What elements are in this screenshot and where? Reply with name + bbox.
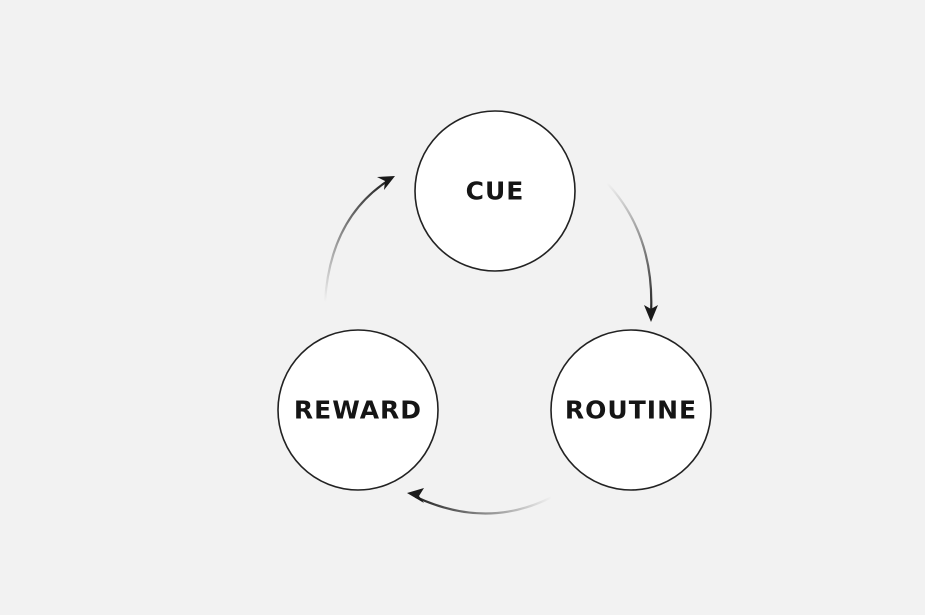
node-cue: CUE <box>414 110 576 272</box>
node-label-reward: REWARD <box>294 396 422 425</box>
node-routine: ROUTINE <box>550 329 712 491</box>
node-label-cue: CUE <box>466 177 525 206</box>
arrowhead-icon <box>644 305 658 322</box>
arrowhead-icon <box>407 488 424 503</box>
node-reward: REWARD <box>277 329 439 491</box>
node-circle <box>414 110 576 272</box>
node-circle <box>550 329 712 491</box>
node-circle <box>277 329 439 491</box>
arrow-routine-to-reward <box>407 488 554 515</box>
node-label-routine: ROUTINE <box>565 396 697 425</box>
arrow-cue-to-routine <box>605 181 658 322</box>
arrowhead-icon <box>377 176 395 190</box>
arrow-reward-to-cue <box>323 176 395 304</box>
